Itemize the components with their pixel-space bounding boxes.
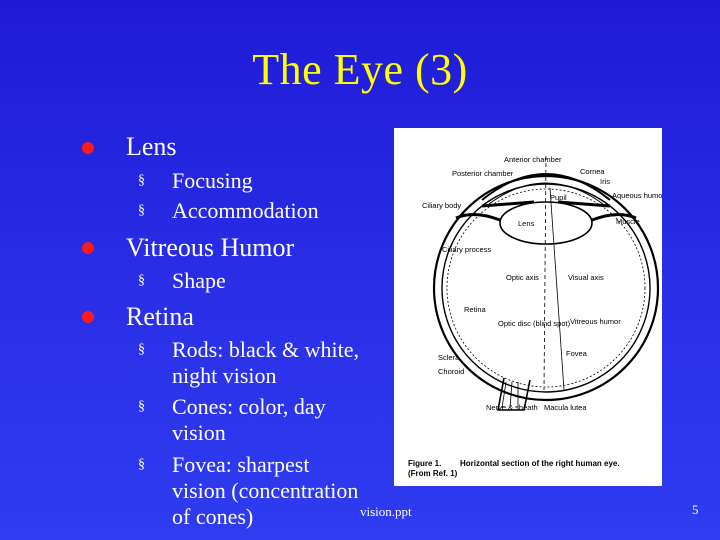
label-sclera: Sclera bbox=[438, 353, 460, 362]
sub-bullet-rods-line1: Rods: black & white, bbox=[172, 337, 359, 362]
bullet-dot-lens bbox=[82, 142, 94, 154]
eye-iris-right bbox=[557, 200, 611, 208]
label-macula-lutea: Macula lutea bbox=[544, 403, 587, 412]
bullet-dot-retina bbox=[82, 311, 94, 323]
sub-bullet-shape: Shape bbox=[172, 268, 226, 293]
bullet-lens: Lens bbox=[126, 132, 177, 161]
label-optic-disc: Optic disc (blind spot) bbox=[498, 319, 571, 328]
eye-nerve-fiber bbox=[509, 381, 513, 409]
eye-optic-axis bbox=[543, 155, 547, 391]
eye-optic-nerve bbox=[497, 377, 531, 411]
eye-lens bbox=[499, 201, 593, 245]
bullet-dot-vitreous bbox=[82, 242, 94, 254]
sub-bullet-marker: § bbox=[138, 173, 145, 188]
sub-bullet-marker: § bbox=[138, 203, 145, 218]
sub-bullet-marker: § bbox=[138, 342, 145, 357]
label-aqueous-humor: Aqueous humor bbox=[612, 191, 662, 200]
bullet-vitreous-humor: Vitreous Humor bbox=[126, 233, 295, 262]
eye-nerve-fiber bbox=[501, 381, 507, 409]
label-muscle: Muscle bbox=[616, 217, 640, 226]
figure-caption-number: Figure 1. bbox=[408, 459, 441, 468]
label-vitreous-humor: Vitreous humor bbox=[570, 317, 621, 326]
sub-bullet-cones-line1: Cones: color, day bbox=[172, 394, 326, 419]
sub-bullet-accommodation: Accommodation bbox=[172, 198, 319, 223]
label-iris: Iris bbox=[600, 177, 610, 186]
label-choroid: Choroid bbox=[438, 367, 464, 376]
sub-bullet-focusing: Focusing bbox=[172, 168, 253, 193]
eye-diagram: Anterior chamber Cornea Iris Posterior c… bbox=[408, 155, 665, 478]
sub-bullet-marker: § bbox=[138, 273, 145, 288]
label-lens: Lens bbox=[518, 219, 535, 228]
eye-cornea-inner bbox=[488, 182, 604, 205]
sub-bullet-cones-line2: vision bbox=[172, 420, 226, 445]
sub-bullet-marker: § bbox=[138, 399, 145, 414]
sub-bullet-fovea-line3: of cones) bbox=[172, 504, 254, 529]
eye-ciliary-body-right bbox=[591, 213, 637, 222]
bullet-retina: Retina bbox=[126, 302, 194, 331]
label-ciliary-body: Ciliary body bbox=[422, 201, 461, 210]
label-fovea: Fovea bbox=[566, 349, 588, 358]
slide-title: The Eye (3) bbox=[252, 45, 468, 94]
label-retina: Retina bbox=[464, 305, 487, 314]
page-number: 5 bbox=[692, 502, 699, 517]
sub-bullet-fovea-line1: Fovea: sharpest bbox=[172, 452, 310, 477]
eye-diagram-figure: Anterior chamber Cornea Iris Posterior c… bbox=[394, 128, 665, 486]
eye-cornea bbox=[481, 173, 611, 201]
eye-iris-left bbox=[481, 200, 535, 208]
label-posterior-chamber: Posterior chamber bbox=[452, 169, 514, 178]
eye-visual-axis bbox=[549, 187, 565, 391]
figure-caption-ref: (From Ref. 1) bbox=[408, 469, 458, 478]
label-pupil: Pupil bbox=[550, 193, 567, 202]
footer-filename: vision.ppt bbox=[360, 504, 412, 519]
sub-bullet-marker: § bbox=[138, 457, 145, 472]
label-nerve-sheath: Nerve & sheath bbox=[486, 403, 538, 412]
sub-bullet-rods-line2: night vision bbox=[172, 363, 277, 388]
eye-sclera-outline bbox=[432, 174, 660, 402]
label-anterior-chamber: Anterior chamber bbox=[504, 155, 562, 164]
figure-caption-text: Horizontal section of the right human ey… bbox=[460, 459, 620, 468]
label-cornea: Cornea bbox=[580, 167, 605, 176]
eye-retina-outline bbox=[446, 188, 646, 388]
eye-ciliary-body-left bbox=[455, 213, 501, 222]
label-ciliary-process: Ciliary process bbox=[442, 245, 491, 254]
label-visual-axis: Visual axis bbox=[568, 273, 604, 282]
sub-bullet-fovea-line2: vision (concentration bbox=[172, 478, 359, 503]
label-optic-axis: Optic axis bbox=[506, 273, 539, 282]
eye-choroid-outline bbox=[441, 183, 651, 393]
